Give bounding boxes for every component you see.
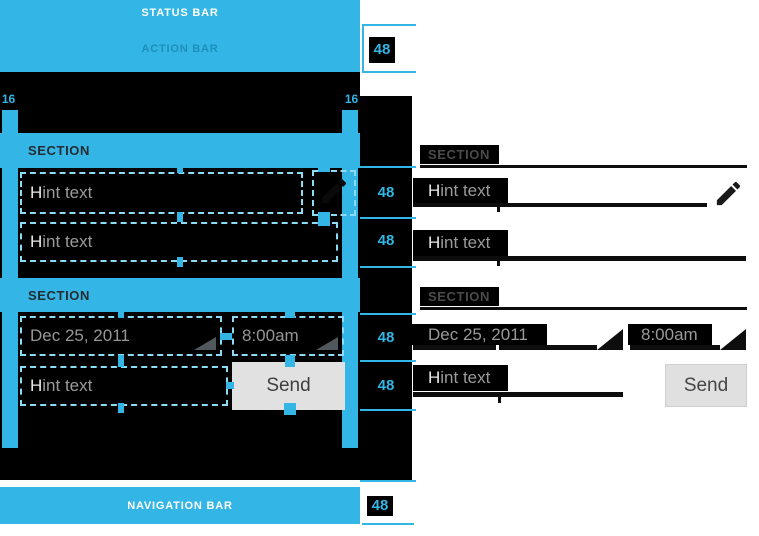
measure-line [362, 523, 414, 525]
text-field-3[interactable]: Hint text [20, 366, 228, 406]
detail-text-field-3[interactable]: Hint text [413, 365, 508, 391]
measure-line [362, 71, 416, 73]
edit-action-target[interactable] [312, 170, 356, 216]
action-bar: ACTION BAR [0, 25, 360, 72]
date-spinner[interactable]: Dec 25, 2011 [20, 316, 222, 356]
section-header-1-label: SECTION [28, 143, 90, 158]
detail-section-2-label: SECTION [420, 287, 499, 306]
row1-height-dimension: 48 [377, 184, 395, 201]
baseline-tick [496, 345, 499, 350]
section-header-2: SECTION [0, 278, 360, 312]
date-spinner-value: Dec 25, 2011 [30, 326, 130, 345]
center-tick [177, 257, 183, 267]
time-spinner-value: 8:00am [242, 326, 299, 345]
edit-pencil-icon[interactable] [713, 178, 744, 214]
detail-field-3-underline [413, 392, 623, 397]
corner-fold-triangle [194, 337, 216, 350]
detail-send-button-label: Send [683, 374, 729, 396]
measure-line [360, 360, 416, 362]
measure-line [362, 24, 364, 73]
send-button[interactable]: Send [232, 362, 345, 410]
text-field-2-hint: Hint text [30, 232, 93, 251]
baseline-tick [498, 397, 501, 403]
row4-height-dimension: 48 [377, 377, 395, 394]
status-bar: STATUS BAR [0, 0, 360, 25]
measure-line [360, 480, 416, 482]
corner-fold-triangle [597, 329, 623, 350]
action-bar-height-dimension: 48 [369, 37, 395, 63]
baseline-tick [497, 207, 500, 212]
detail-time-spinner[interactable]: 8:00am [628, 324, 712, 345]
detail-time-underline [630, 345, 720, 350]
measure-line [360, 409, 416, 411]
detail-text-field-1[interactable]: Hint text [413, 178, 508, 203]
edit-pencil-icon [318, 175, 350, 212]
detail-text-field-2[interactable]: Hint text [413, 230, 508, 256]
measure-line [360, 266, 416, 268]
keyline-connector [226, 382, 234, 389]
text-field-1[interactable]: Hint text [20, 172, 303, 214]
keyline-connector [220, 333, 232, 340]
right-margin-dimension: 16 [344, 92, 359, 106]
text-field-2[interactable]: Hint text [20, 222, 338, 262]
center-tick [285, 355, 295, 367]
send-button-label: Send [266, 375, 311, 396]
detail-date-spinner[interactable]: Dec 25, 2011 [410, 324, 547, 345]
left-margin-dimension: 16 [1, 92, 16, 106]
status-bar-label: STATUS BAR [141, 6, 219, 19]
center-tick [284, 403, 296, 415]
measurement-column [360, 96, 412, 480]
section-header-1: SECTION [0, 133, 360, 168]
time-spinner[interactable]: 8:00am [232, 316, 344, 356]
center-tick [285, 306, 295, 318]
measure-line [360, 166, 416, 168]
center-tick [318, 212, 330, 226]
detail-section-1-label: SECTION [420, 145, 499, 164]
navigation-bar-height-dimension: 48 [367, 496, 393, 516]
detail-section-1-divider [420, 165, 747, 168]
detail-section-2-divider [420, 307, 747, 310]
navigation-bar-label: NAVIGATION BAR [127, 499, 233, 512]
action-bar-label: ACTION BAR [141, 42, 219, 55]
detail-date-underline [413, 345, 597, 350]
row2-height-dimension: 48 [377, 232, 395, 249]
measure-line [360, 217, 416, 219]
text-field-1-hint: Hint text [30, 183, 93, 202]
center-tick [318, 159, 330, 172]
section-header-2-label: SECTION [28, 287, 90, 303]
center-tick [118, 355, 124, 367]
row3-height-dimension: 48 [377, 329, 395, 346]
baseline-tick [497, 261, 500, 266]
navigation-bar: NAVIGATION BAR [0, 487, 360, 524]
center-tick [118, 403, 124, 413]
corner-fold-triangle [720, 329, 746, 350]
detail-field-1-underline [413, 203, 707, 207]
center-tick [177, 163, 183, 173]
corner-fold-triangle [316, 337, 338, 350]
measure-line [362, 24, 416, 26]
center-tick [177, 212, 183, 222]
text-field-3-hint: Hint text [30, 376, 93, 395]
detail-send-button[interactable]: Send [665, 364, 747, 407]
measure-line [360, 313, 416, 315]
detail-field-2-underline [413, 256, 746, 261]
center-tick [118, 306, 124, 318]
